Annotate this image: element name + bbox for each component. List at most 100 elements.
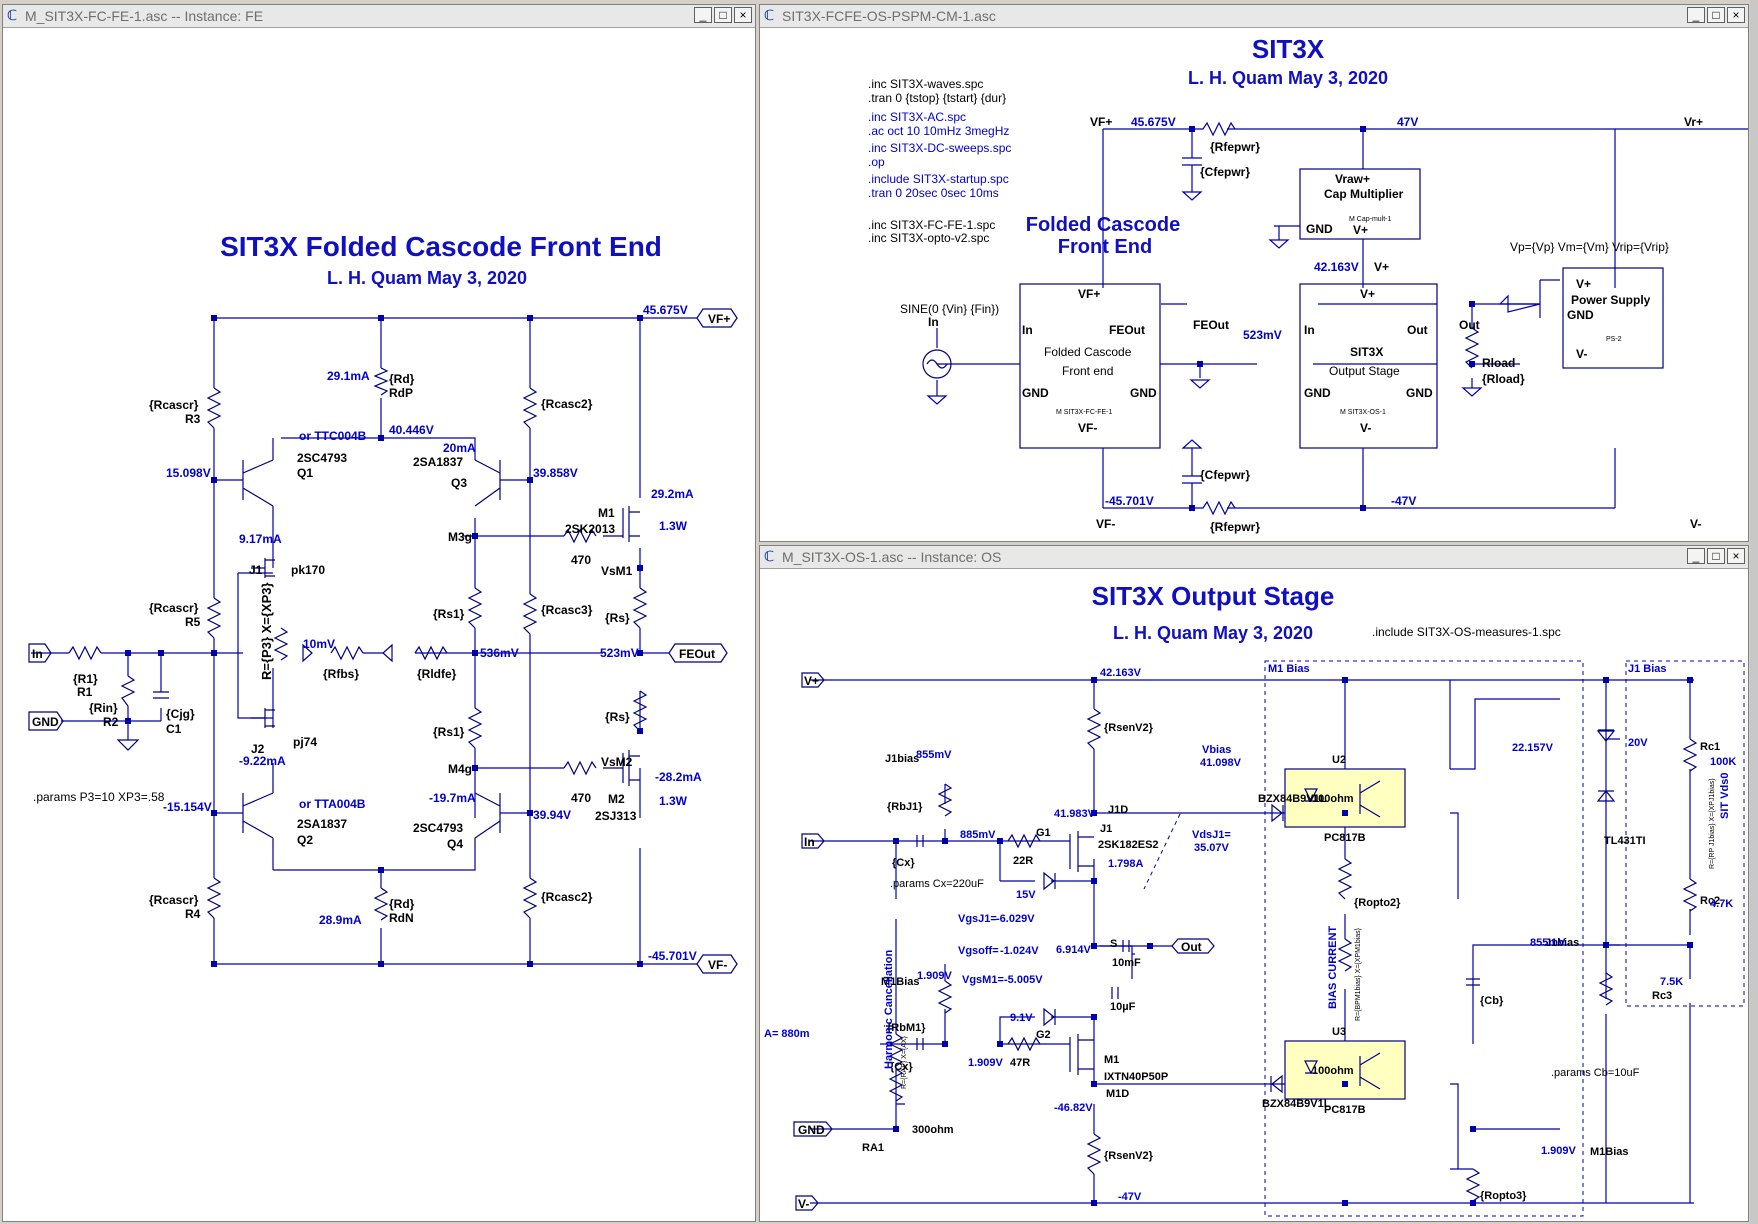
opto-u2-symbol (1304, 780, 1381, 818)
spice-directives: .inc SIT3X-waves.spc .tran 0 {tstop} {ts… (868, 77, 1011, 245)
value-39858: 39.858V (533, 466, 578, 480)
minimize-button[interactable]: _ (1687, 7, 1705, 23)
label-rs1-top: {Rs1} (433, 607, 465, 621)
top-schematic-canvas[interactable]: SIT3X L. H. Quam May 3, 2020 .inc SIT3X-… (760, 28, 1748, 541)
svg-text:V+: V+ (804, 674, 819, 688)
value-m6-029: -6.029V (996, 913, 1035, 925)
label-ps: Power Supply (1571, 293, 1651, 307)
fe-subtitle: L. H. Quam May 3, 2020 (327, 268, 527, 288)
port-in[interactable]: In (801, 833, 825, 849)
resistor-ropto3 (1465, 1168, 1481, 1202)
close-button[interactable]: × (1727, 548, 1745, 564)
resistor-470-top (563, 528, 597, 544)
value-41983: 41.983V (1054, 808, 1096, 820)
params-directive: .params P3=10 XP3=.58 (33, 790, 165, 804)
resistor-rc1 (1682, 738, 1698, 772)
label-capmult-model: M Cap-mult-1 (1349, 216, 1392, 223)
fe-schematic-window[interactable]: ℂ M_SIT3X-FC-FE-1.asc -- Instance: FE _ … (2, 4, 756, 1222)
capacitor-cx-top (916, 835, 924, 847)
port-vplus[interactable]: V+ (801, 672, 825, 688)
port-vminus[interactable]: V- (795, 1195, 819, 1211)
label-rfbs: {Rfbs} (323, 667, 359, 681)
svg-text:GND: GND (32, 715, 59, 729)
minimize-button[interactable]: _ (694, 7, 712, 23)
capacitor-cx-bot (916, 1038, 924, 1050)
minimize-button[interactable]: _ (1687, 548, 1705, 564)
value-4-7k: 4.7K (1710, 898, 1733, 910)
label-rcascr-r4: {Rcascr} (149, 893, 199, 907)
wire-input-net (61, 653, 162, 740)
resistor-rsenv2-bot (1086, 1133, 1102, 1175)
svg-text:.inc SIT3X-DC-sweeps.spc: .inc SIT3X-DC-sweeps.spc (868, 141, 1011, 155)
label-cx-bot: {Cx} (890, 1061, 913, 1073)
desktop-edge-scrollbar[interactable] (1750, 0, 1758, 1224)
label-ps-vminus: V- (1576, 347, 1587, 361)
label-capmult: Cap Multiplier (1324, 187, 1404, 201)
label-m3g: M3g (448, 530, 472, 544)
svg-text:.inc SIT3X-opto-v2.spc: .inc SIT3X-opto-v2.spc (868, 231, 989, 245)
label-cfepwr-top: {Cfepwr} (1200, 165, 1250, 179)
capacitor-out (1111, 940, 1130, 999)
port-gnd[interactable]: GND (793, 1121, 833, 1137)
svg-text:.inc SIT3X-AC.spc: .inc SIT3X-AC.spc (868, 110, 966, 124)
fe-schematic-drawing: SIT3X Folded Cascode Front End L. H. Qua… (28, 231, 738, 974)
resistor-ra1 (888, 1068, 904, 1102)
cfepwr-top (1181, 129, 1203, 201)
value-m15v: -15.154V (163, 800, 212, 814)
fe-window-titlebar[interactable]: ℂ M_SIT3X-FC-FE-1.asc -- Instance: FE _ … (3, 5, 755, 28)
opto-u3-symbol (1304, 1052, 1381, 1090)
os-schematic-window[interactable]: ℂ M_SIT3X-OS-1.asc -- Instance: OS _ □ ×… (759, 545, 1749, 1222)
os-window-titlebar[interactable]: ℂ M_SIT3X-OS-1.asc -- Instance: OS _ □ × (760, 546, 1748, 569)
fe-schematic-canvas[interactable]: SIT3X Folded Cascode Front End L. H. Qua… (3, 28, 755, 1221)
fcfe-block[interactable] (1019, 283, 1161, 449)
top-window-titlebar[interactable]: ℂ SIT3X-FCFE-OS-PSPM-CM-1.asc _ □ × (760, 5, 1748, 28)
label-q4-part: 2SC4793 (413, 821, 463, 835)
port-in[interactable]: In (28, 643, 52, 663)
outputstage-block[interactable] (1299, 283, 1438, 449)
resistor-rs1-top (467, 587, 483, 629)
os-schematic-drawing: SIT3X Output Stage L. H. Quam May 3, 202… (764, 581, 1745, 1217)
value-885mv: 885mV (960, 829, 996, 841)
label-pc817-bot: PC817B (1324, 1104, 1366, 1116)
label-vgsj1: VgsJ1= (958, 913, 997, 925)
value-35-07v: 35.07V (1194, 842, 1230, 854)
label-harmonic-cancellation: Harmonic Cancellation (883, 950, 895, 1069)
label-rdp: RdP (389, 386, 413, 400)
close-button[interactable]: × (734, 7, 752, 23)
port-vf-plus[interactable]: VF+ (696, 308, 738, 328)
capmult-ground (1268, 225, 1300, 249)
value-1-909-g2: 1.909V (968, 1057, 1004, 1069)
powersupply-block[interactable] (1562, 267, 1664, 369)
label-q2-part: 2SA1837 (297, 817, 347, 831)
close-button[interactable]: × (1727, 7, 1745, 23)
value-7-5k: 7.5K (1660, 976, 1683, 988)
maximize-button[interactable]: □ (1707, 548, 1725, 564)
zener-20v (1596, 729, 1616, 742)
label-rd-top: {Rd} (389, 372, 415, 386)
maximize-button[interactable]: □ (1707, 7, 1725, 23)
mosfet-m1-output (1069, 1034, 1094, 1075)
label-rc1: Rc1 (1700, 741, 1720, 753)
label-rs1-bot: {Rs1} (433, 725, 465, 739)
port-out[interactable]: Out (1171, 938, 1215, 954)
os-title: SIT3X Output Stage (1092, 581, 1335, 611)
transistor-q4 (474, 792, 501, 850)
top-schematic-window[interactable]: ℂ SIT3X-FCFE-OS-PSPM-CM-1.asc _ □ × SIT3… (759, 4, 1749, 542)
optocoupler-u3[interactable] (1284, 1040, 1406, 1100)
svg-text:FEOut: FEOut (679, 647, 715, 661)
port-gnd[interactable]: GND (28, 711, 64, 731)
label-rd-bot: {Rd} (389, 897, 415, 911)
label-u3: U3 (1332, 1026, 1346, 1038)
capmult-block[interactable] (1299, 168, 1421, 240)
value-523mv: 523mV (600, 646, 639, 660)
label-fcfe-model: M SIT3X-FC-FE-1 (1056, 409, 1112, 416)
label-m1-part: 2SK2013 (565, 522, 615, 536)
maximize-button[interactable]: □ (714, 7, 732, 23)
optocoupler-u2[interactable] (1284, 768, 1406, 828)
port-feout[interactable]: FEOut (668, 643, 728, 663)
resistor-r5 (206, 597, 222, 639)
svg-text:.tran 0 {tstop} {tstart} {dur}: .tran 0 {tstop} {tstart} {dur} (868, 91, 1006, 105)
label-ps-gnd: GND (1567, 308, 1594, 322)
port-vf-minus[interactable]: VF- (696, 954, 738, 974)
os-schematic-canvas[interactable]: SIT3X Output Stage L. H. Quam May 3, 202… (760, 569, 1748, 1221)
